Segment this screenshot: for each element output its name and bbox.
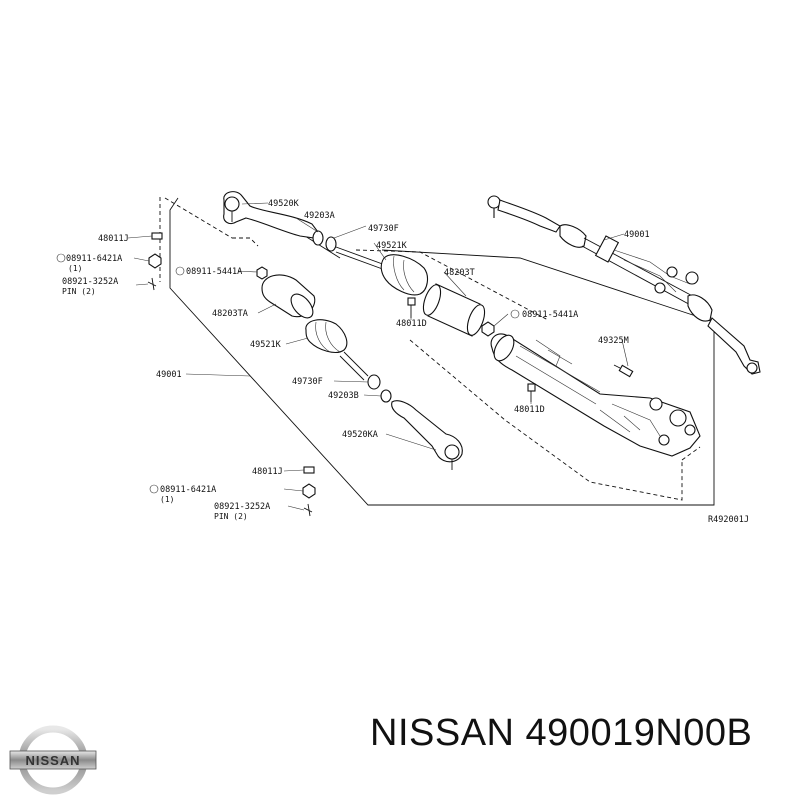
- label-48011j-bottom: 48011J: [252, 467, 283, 477]
- sensor-49325m: [613, 364, 634, 378]
- label-08921-3252a-bottom: 08921-3252A: [214, 502, 270, 512]
- label-49521k-mid: 49521K: [250, 340, 282, 350]
- label-48011d-bottom: 48011D: [514, 405, 545, 415]
- nut-08911-5441a-left: [256, 266, 268, 280]
- label-49001-left: 49001: [156, 370, 182, 380]
- label-48011d-top: 48011D: [396, 319, 427, 329]
- label-49730f-top: 49730F: [368, 224, 399, 234]
- label-qty1-bottom: (1): [160, 495, 174, 504]
- nissan-logo: NISSAN: [9, 725, 97, 795]
- label-49730f-mid: 49730F: [292, 377, 323, 387]
- bushing-48203ta: [261, 274, 316, 319]
- boot-49521k-mid: [305, 319, 348, 353]
- inner-rod-mid: [343, 351, 369, 377]
- label-49203a: 49203A: [304, 211, 335, 221]
- rack-housing-bottom: [490, 333, 701, 457]
- part-number-caption: NISSAN 490019N00B: [370, 712, 753, 754]
- label-49520ka: 49520KA: [342, 430, 378, 440]
- label-08911-5441a-left: 08911-5441A: [186, 267, 242, 277]
- part-labels: 49520K 49203A 49730F 49521K 48011J 08911…: [56, 199, 749, 525]
- nut-08911-6421a-top: [148, 253, 162, 269]
- rack-assembly-top-right: [487, 195, 761, 375]
- label-49521k-top: 49521K: [376, 241, 408, 251]
- clamp-49203a: [312, 230, 324, 246]
- boot-49521k-top: [380, 254, 429, 296]
- label-08911-6421a-bottom: 08911-6421A: [160, 485, 216, 495]
- tie-rod-end-top: [223, 191, 319, 239]
- label-48011j-top: 48011J: [98, 234, 129, 244]
- label-49520k: 49520K: [268, 199, 300, 209]
- bushing-48203t: [422, 283, 486, 337]
- nut-08911-5441a-right: [481, 321, 495, 337]
- nissan-logo-text: NISSAN: [25, 753, 80, 768]
- leader-lines: [127, 202, 629, 511]
- inner-rod-top: [335, 246, 389, 267]
- bolt-48011d-bottom: [527, 383, 536, 402]
- nut-48011j-top: [151, 232, 163, 240]
- pin-08921-3252a-top: [147, 277, 157, 291]
- ring-49730f-mid: [367, 374, 381, 390]
- assembly-boundary: [169, 197, 715, 506]
- label-49001-right: 49001: [624, 230, 650, 240]
- label-49325m: 49325M: [598, 336, 629, 346]
- nut-48011j-bottom: [303, 466, 315, 474]
- label-08911-6421a-top: 08911-6421A: [66, 254, 122, 264]
- diagram-reference: R492001J: [708, 515, 749, 525]
- pin-08921-3252a-bottom: [303, 503, 313, 517]
- label-08921-3252a-top: 08921-3252A: [62, 277, 118, 287]
- label-48203ta: 48203TA: [212, 309, 248, 319]
- tie-rod-end-bottom: [391, 400, 463, 470]
- label-pin2-top: PIN (2): [62, 287, 96, 296]
- ring-49730f-top: [325, 236, 337, 252]
- bolt-48011d-top: [407, 297, 416, 318]
- label-48203t: 48203T: [444, 268, 475, 278]
- clamp-49203b: [380, 389, 392, 403]
- nut-08911-6421a-bottom: [302, 483, 316, 499]
- label-08911-5441a-right: 08911-5441A: [522, 310, 578, 320]
- label-pin2-bottom: PIN (2): [214, 512, 248, 521]
- label-49203b: 49203B: [328, 391, 359, 401]
- label-qty1-top: (1): [68, 264, 82, 273]
